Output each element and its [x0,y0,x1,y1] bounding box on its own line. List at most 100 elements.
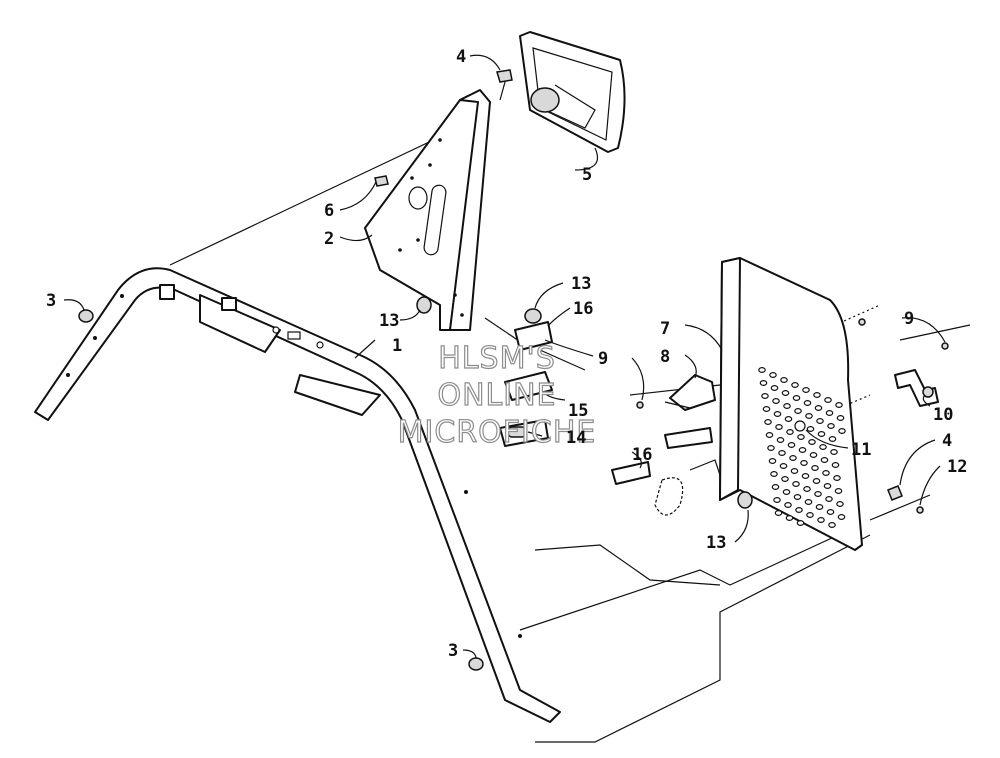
perforation-hole [774,510,783,517]
perforation-hole [836,501,844,508]
callout-14: 14 [566,428,586,448]
callout-7: 7 [660,319,670,339]
bracket-part-8 [664,374,716,411]
perforation-hole [817,516,825,523]
perforation-hole [770,385,779,392]
perforation-hole [814,405,823,412]
callout-1: 1 [392,336,402,356]
right-perforated-plate-part-7 [719,257,863,551]
perforation-hole [787,442,796,449]
perforation-hole [758,367,766,374]
callout-13-bottom: 13 [706,533,726,553]
callout-3-lower: 3 [448,641,458,661]
perforation-hole [796,519,805,526]
perforation-hole [830,449,838,456]
perforation-hole [771,484,780,491]
perforation-hole [827,423,835,430]
perforation-hole [784,502,792,509]
clips [499,321,713,516]
perforation-hole [826,509,835,516]
perforation-hole [828,436,837,443]
perforation-hole [791,382,799,389]
perforation-hole [817,431,826,438]
frame-tube-part-1 [34,267,561,723]
perforation-hole [808,439,816,446]
assembly-lines [169,124,971,743]
callout-13-top: 13 [571,274,591,294]
perforation-hole [828,521,836,528]
perforation-hole [773,411,782,418]
perforation-hole [792,395,801,402]
perforation-hole [778,450,786,457]
callout-labels: 1 2 3 3 4 4 5 6 7 8 9 9 10 11 12 13 13 1… [46,47,967,661]
perforation-hole [782,489,791,496]
perforation-hole [802,387,810,394]
perforation-hole [759,380,768,387]
perforation-hole [824,397,832,404]
perforation-hole [780,377,788,384]
perforation-hole [811,465,819,472]
perforation-hole [790,468,799,475]
perforation-hole [838,428,846,435]
callout-4-upper: 4 [456,47,466,67]
perforation-hole [803,400,812,407]
callout-6: 6 [324,201,334,221]
perforation-hole [822,470,830,477]
callout-15: 15 [568,401,588,421]
perforation-hole [772,398,780,405]
perforation-hole [833,475,841,482]
hardware [78,69,949,671]
perforation-hole [834,488,843,495]
perforation-hole [825,410,834,417]
callout-16-top: 16 [573,299,593,319]
perforation-hole [806,511,814,518]
perforation-hole [793,494,802,501]
perforation-hole [781,476,789,483]
perforation-hole [786,429,794,436]
perforation-hole [820,457,829,464]
perforation-hole [794,408,802,415]
perforation-hole [801,473,810,480]
perforation-hole [806,426,815,433]
perforation-hole [836,415,845,422]
callout-4-lower: 4 [942,431,952,451]
callout-16-bottom: 16 [632,445,652,465]
callout-9-center: 9 [598,349,608,369]
perforation-hole [813,392,821,399]
perforation-hole [768,458,777,465]
perforation-hole [831,462,840,469]
watermark-line-3: MICROFICHE [398,415,597,450]
lamp-housing-part-5 [519,31,626,153]
perforation-hole [809,452,818,459]
perforation-hole [789,455,797,462]
perforation-hole [798,447,807,454]
perforation-hole [769,372,777,379]
perforation-hole [767,445,775,452]
perforation-hole [762,406,771,413]
perforation-hole [800,460,808,467]
perforation-hole [792,481,800,488]
perforation-hole [816,418,824,425]
perforation-hole [785,514,794,521]
perforation-hole [823,483,832,490]
perforation-hole [775,424,783,431]
bracket-part-10 [894,369,939,407]
perforation-hole [776,437,785,444]
callout-12: 12 [947,457,967,477]
perforation-hole [781,390,790,397]
perforation-hole [837,513,846,520]
perforation-hole [783,403,791,410]
watermark-line-1: HLSM'S [438,341,556,376]
perforation-hole [761,393,769,400]
perforation-hole [784,416,793,423]
perforation-hole [804,499,813,506]
watermark: HLSM'S ONLINE MICROFICHE [397,340,597,450]
perforation-hole [770,471,778,478]
perforation-hole [803,486,811,493]
callout-3-upper: 3 [46,291,56,311]
perforation-hole [814,491,822,498]
perforation-hole [825,496,833,503]
perforation-hole [812,478,821,485]
watermark-line-2: ONLINE [437,378,556,413]
